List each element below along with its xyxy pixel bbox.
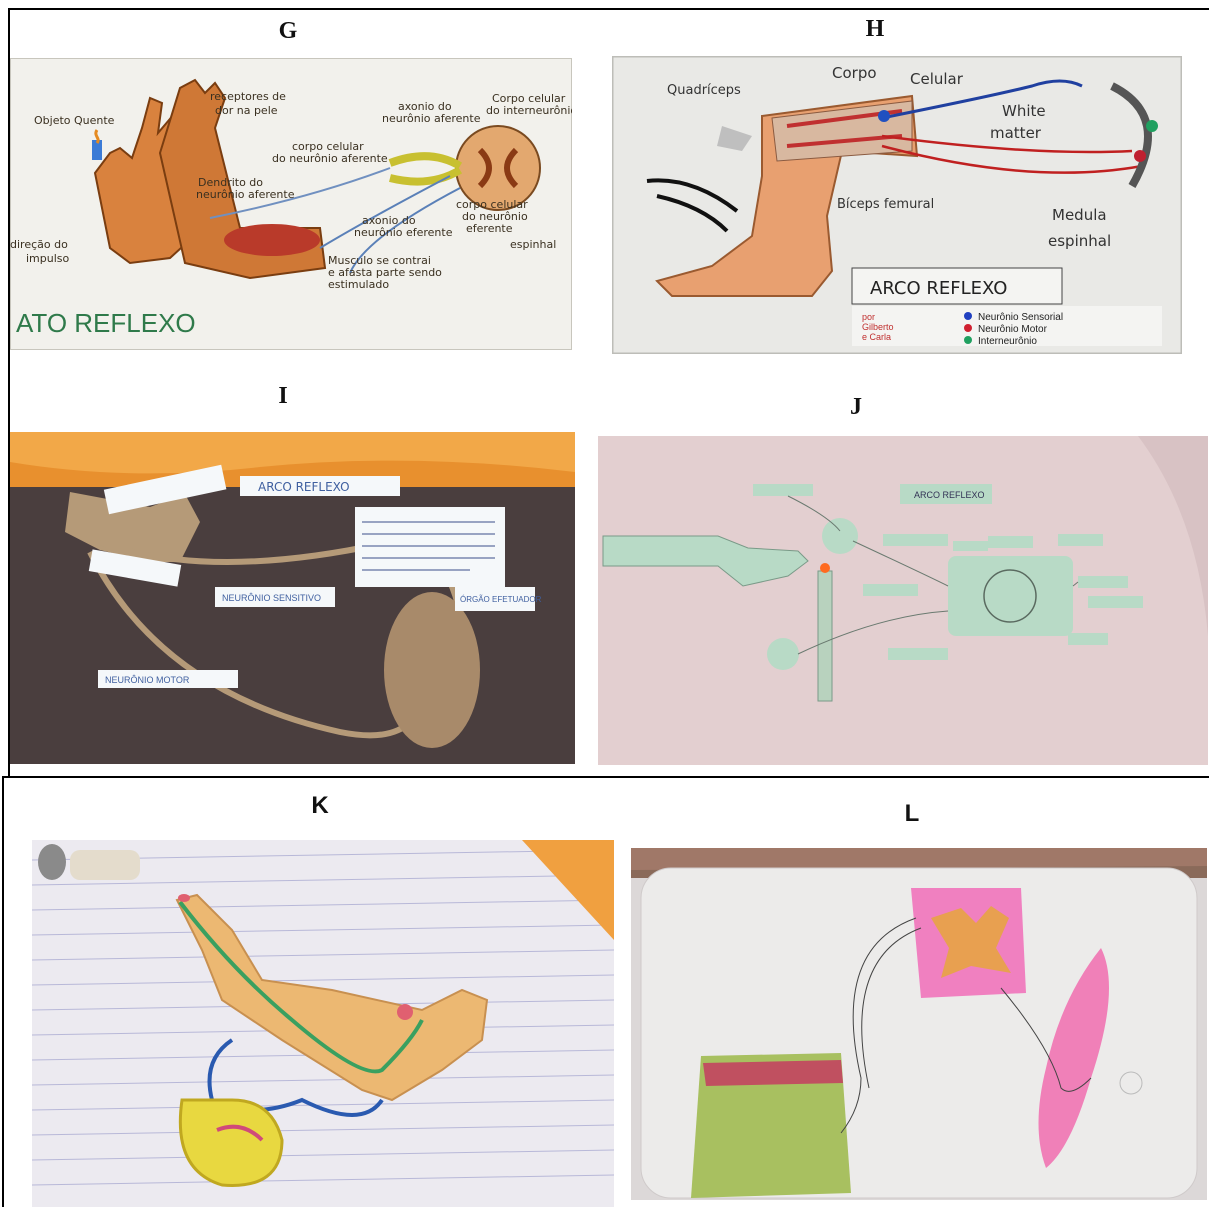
photo-j-arco-reflexo-table: ARCO REFLEXO — [598, 436, 1208, 765]
panel-label-j: J — [836, 394, 876, 421]
h-label-celular: Celular — [910, 70, 964, 88]
g-label-direcao: direção do — [10, 238, 68, 251]
h-label-biceps-femural: Bíceps femural — [837, 197, 934, 212]
g-label-corpo-celular-aferente-2: do neurônio aferente — [272, 152, 388, 165]
g-label-corpo-eferente-3: eferente — [466, 222, 513, 235]
g-label-corpo-interneuronio-2: do interneurônio — [486, 104, 572, 117]
g-label-receptores: receptores de — [210, 90, 286, 103]
j-title: ARCO REFLEXO — [914, 490, 985, 500]
i-label-orgao: ÓRGÃO EFETUADOR — [460, 595, 542, 604]
panel-label-l: L — [892, 800, 932, 828]
h-label-matter: matter — [990, 124, 1042, 142]
g-label-espinhal: espinhal — [510, 238, 556, 251]
photo-j-drawing: ARCO REFLEXO — [598, 436, 1208, 765]
i-label-sensitivo: NEURÔNIO SENSITIVO — [222, 593, 321, 603]
h-label-espinhal: espinhal — [1048, 232, 1111, 250]
panel-label-i: I — [263, 383, 303, 410]
photo-h-arco-reflexo-poster: Quadríceps Corpo Celular White matter Bí… — [612, 56, 1182, 354]
panel-label-h: H — [855, 16, 895, 43]
g-label-musculo-3: estimulado — [328, 278, 389, 291]
photo-k-plasticine-arm — [32, 840, 614, 1207]
i-title: ARCO REFLEXO — [258, 480, 350, 494]
g-label-objeto-quente: Objeto Quente — [34, 114, 115, 127]
g-title: ATO REFLEXO — [16, 308, 196, 338]
h-label-medula: Medula — [1052, 206, 1107, 224]
photo-g-drawing: Objeto Quente receptores de dor na pele … — [10, 58, 572, 350]
g-label-dendrito-2: neurônio aferente — [196, 188, 295, 201]
h-label-white: White — [1002, 102, 1046, 120]
panel-label-g: G — [268, 18, 308, 45]
h-credit-3: e Carla — [862, 332, 891, 342]
photo-h-drawing: Quadríceps Corpo Celular White matter Bí… — [612, 56, 1182, 354]
i-label-motor: NEURÔNIO MOTOR — [105, 675, 190, 685]
h-credit-1: por — [862, 312, 875, 322]
g-label-axonio-aferente-2: neurônio aferente — [382, 112, 481, 125]
photo-i-arco-reflexo-model: ARCO REFLEXO NEURÔNIO SENSITIVO ÓRGÃO EF… — [10, 432, 575, 764]
photo-l-styrofoam-model — [631, 848, 1207, 1200]
h-label-quadriceps: Quadríceps — [667, 83, 741, 98]
h-legend-sensorial: Neurônio Sensorial — [978, 312, 1063, 323]
h-title-arco-reflexo: ARCO REFLEXO — [870, 278, 1007, 299]
h-legend-motor: Neurônio Motor — [978, 324, 1048, 335]
h-legend-interneuronio: Interneurônio — [978, 336, 1037, 347]
photo-i-drawing: ARCO REFLEXO NEURÔNIO SENSITIVO ÓRGÃO EF… — [10, 432, 575, 764]
h-label-corpo: Corpo — [832, 64, 877, 82]
photo-l-drawing — [631, 848, 1207, 1200]
photo-k-drawing — [32, 840, 614, 1207]
panel-label-k: K — [300, 792, 340, 820]
h-credit-2: Gilberto — [862, 322, 894, 332]
g-label-axonio-eferente-2: neurônio eferente — [354, 226, 453, 239]
g-label-impulso: impulso — [26, 252, 70, 265]
g-label-dor-pele: dor na pele — [215, 104, 278, 117]
photo-g-ato-reflexo-poster: Objeto Quente receptores de dor na pele … — [10, 58, 572, 350]
